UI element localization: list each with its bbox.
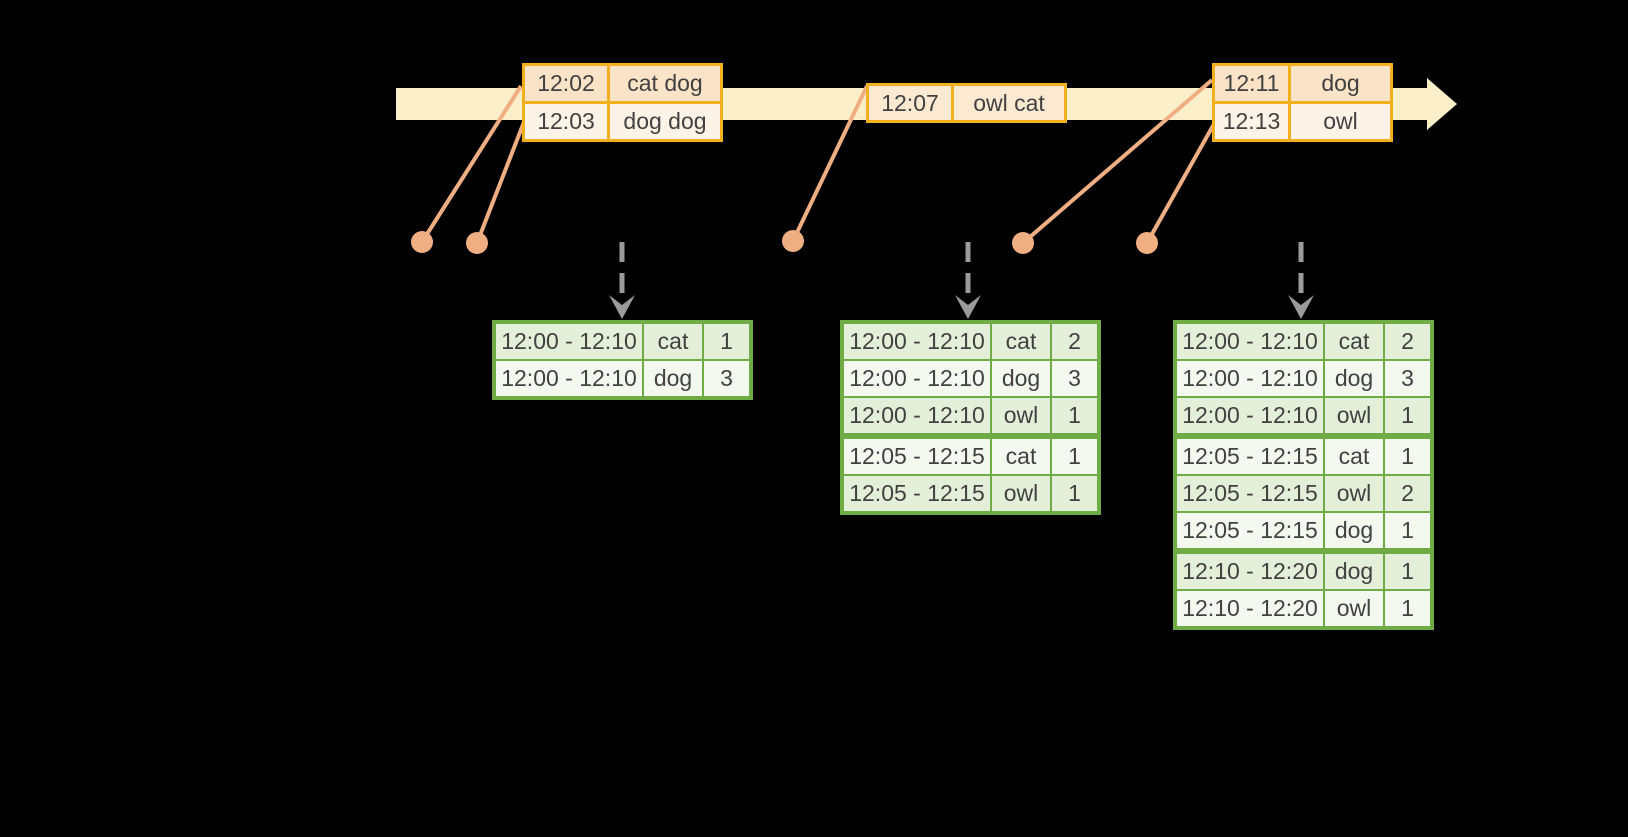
word-cell: dog (644, 361, 702, 396)
event-table-1: 12:02 cat dog 12:03 dog dog (522, 63, 723, 142)
event-words-cell: cat dog (610, 66, 720, 101)
result-row: 12:05 - 12:15 cat 1 (844, 439, 1097, 474)
aggregate-arrowhead-icon (609, 295, 635, 319)
count-cell: 1 (1385, 591, 1430, 626)
result-row: 12:10 - 12:20 owl 1 (1177, 591, 1430, 626)
window-cell: 12:10 - 12:20 (1177, 591, 1323, 626)
connector-line (791, 85, 869, 242)
count-cell: 3 (1385, 361, 1430, 396)
count-cell: 2 (1052, 324, 1097, 359)
event-words-cell: owl cat (954, 86, 1064, 120)
word-cell: cat (992, 439, 1050, 474)
event-time-cell: 12:03 (525, 104, 607, 139)
event-words-cell: dog (1291, 66, 1390, 101)
result-row: 12:00 - 12:10 cat 1 (496, 324, 749, 359)
result-table-1: 12:00 - 12:10 cat 1 12:00 - 12:10 dog 3 (492, 320, 753, 400)
connector-line (475, 121, 526, 244)
count-cell: 1 (1052, 398, 1097, 433)
result-row: 12:00 - 12:10 cat 2 (1177, 324, 1430, 359)
count-cell: 1 (1385, 513, 1430, 548)
event-dot-icon (1012, 232, 1034, 254)
word-cell: dog (1325, 513, 1383, 548)
result-row: 12:00 - 12:10 dog 3 (844, 361, 1097, 396)
word-cell: cat (992, 324, 1050, 359)
connector-line (1021, 78, 1214, 245)
window-cell: 12:00 - 12:10 (1177, 361, 1323, 396)
event-time-cell: 12:07 (869, 86, 951, 120)
result-row: 12:00 - 12:10 owl 1 (844, 398, 1097, 433)
event-dot-icon (411, 231, 433, 253)
count-cell: 3 (1052, 361, 1097, 396)
window-cell: 12:05 - 12:15 (1177, 439, 1323, 474)
window-cell: 12:10 - 12:20 (1177, 554, 1323, 589)
word-cell: owl (992, 476, 1050, 511)
event-dot-icon (782, 230, 804, 252)
result-row: 12:05 - 12:15 cat 1 (1177, 439, 1430, 474)
connector-line (420, 84, 523, 244)
aggregate-arrowhead-icon (955, 295, 981, 319)
window-cell: 12:05 - 12:15 (1177, 476, 1323, 511)
result-table-3: 12:00 - 12:10 cat 2 12:00 - 12:10 dog 3 … (1173, 320, 1434, 630)
result-row: 12:05 - 12:15 dog 1 (1177, 513, 1430, 548)
window-cell: 12:05 - 12:15 (1177, 513, 1323, 548)
word-cell: dog (992, 361, 1050, 396)
word-cell: owl (1325, 476, 1383, 511)
window-cell: 12:00 - 12:10 (1177, 398, 1323, 433)
result-row: 12:00 - 12:10 dog 3 (496, 361, 749, 396)
word-cell: cat (1325, 439, 1383, 474)
word-cell: cat (644, 324, 702, 359)
count-cell: 1 (704, 324, 749, 359)
event-words-cell: owl (1291, 104, 1390, 139)
event-words-cell: dog dog (610, 104, 720, 139)
window-cell: 12:00 - 12:10 (496, 324, 642, 359)
count-cell: 1 (1385, 439, 1430, 474)
count-cell: 1 (1385, 398, 1430, 433)
count-cell: 2 (1385, 324, 1430, 359)
word-cell: owl (1325, 591, 1383, 626)
word-cell: cat (1325, 324, 1383, 359)
word-cell: dog (1325, 361, 1383, 396)
count-cell: 2 (1385, 476, 1430, 511)
word-cell: owl (992, 398, 1050, 433)
connector-line (1145, 123, 1216, 244)
count-cell: 1 (1052, 476, 1097, 511)
result-row: 12:05 - 12:15 owl 2 (1177, 476, 1430, 511)
window-cell: 12:00 - 12:10 (844, 398, 990, 433)
result-row: 12:10 - 12:20 dog 1 (1177, 554, 1430, 589)
event-time-cell: 12:13 (1215, 104, 1288, 139)
timeline-arrow-icon (1427, 78, 1457, 130)
event-time-cell: 12:02 (525, 66, 607, 101)
event-dot-icon (466, 232, 488, 254)
word-cell: owl (1325, 398, 1383, 433)
window-cell: 12:00 - 12:10 (844, 324, 990, 359)
result-row: 12:00 - 12:10 owl 1 (1177, 398, 1430, 433)
count-cell: 1 (1052, 439, 1097, 474)
event-table-3: 12:11 dog 12:13 owl (1212, 63, 1393, 142)
result-row: 12:00 - 12:10 dog 3 (1177, 361, 1430, 396)
window-cell: 12:05 - 12:15 (844, 439, 990, 474)
window-cell: 12:00 - 12:10 (1177, 324, 1323, 359)
result-row: 12:00 - 12:10 cat 2 (844, 324, 1097, 359)
count-cell: 1 (1385, 554, 1430, 589)
count-cell: 3 (704, 361, 749, 396)
word-cell: dog (1325, 554, 1383, 589)
result-table-2: 12:00 - 12:10 cat 2 12:00 - 12:10 dog 3 … (840, 320, 1101, 515)
event-time-cell: 12:11 (1215, 66, 1288, 101)
event-dot-icon (1136, 232, 1158, 254)
result-row: 12:05 - 12:15 owl 1 (844, 476, 1097, 511)
window-cell: 12:00 - 12:10 (844, 361, 990, 396)
window-cell: 12:05 - 12:15 (844, 476, 990, 511)
event-table-2: 12:07 owl cat (866, 83, 1067, 123)
window-cell: 12:00 - 12:10 (496, 361, 642, 396)
aggregate-arrowhead-icon (1288, 295, 1314, 319)
